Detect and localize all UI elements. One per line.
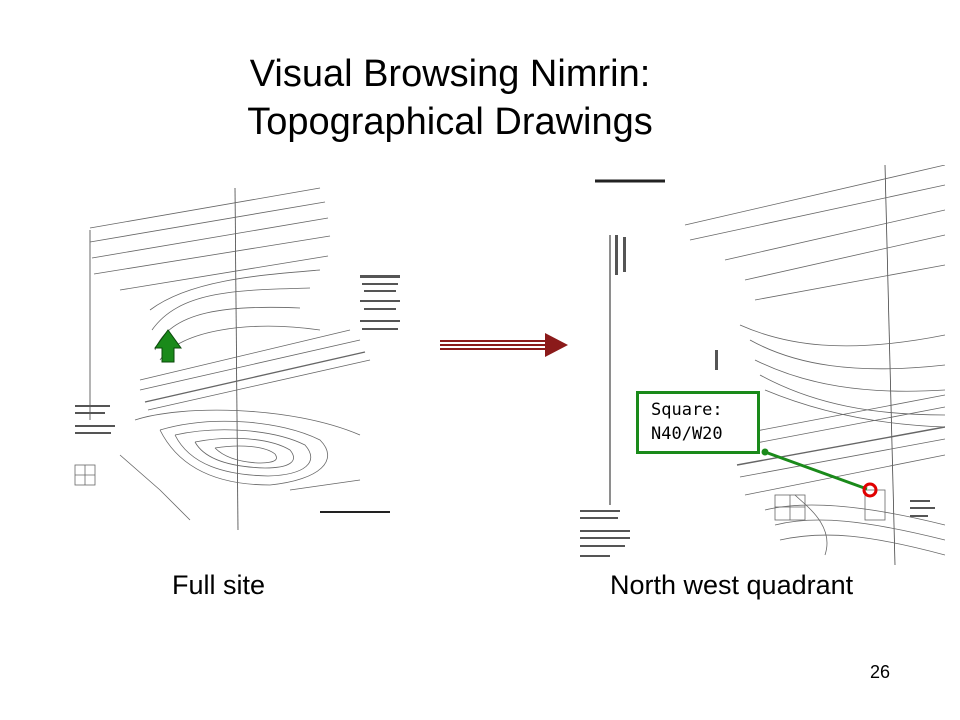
callout-value: N40/W20: [651, 424, 723, 444]
full-site-map-drawing: [74, 187, 400, 531]
title-line-1: Visual Browsing Nimrin:: [249, 53, 651, 95]
north-west-quadrant-map-drawing: [580, 165, 945, 565]
up-arrow-icon: [154, 329, 182, 363]
full-site-map: [60, 180, 420, 540]
callout-pointer: [761, 448, 878, 498]
location-marker-icon: [862, 482, 878, 498]
north-west-quadrant-map: [565, 165, 945, 565]
callout-label: Square:: [651, 400, 723, 420]
caption-north-west-quadrant: North west quadrant: [610, 570, 854, 600]
page-number: 26: [870, 662, 891, 682]
right-arrow-icon: [440, 333, 568, 357]
title-line-2: Topographical Drawings: [247, 101, 653, 143]
caption-full-site: Full site: [172, 570, 266, 600]
slide-title: Visual Browsing Nimrin: Topographical Dr…: [150, 50, 750, 146]
square-callout: Square: N40/W20: [636, 391, 760, 454]
